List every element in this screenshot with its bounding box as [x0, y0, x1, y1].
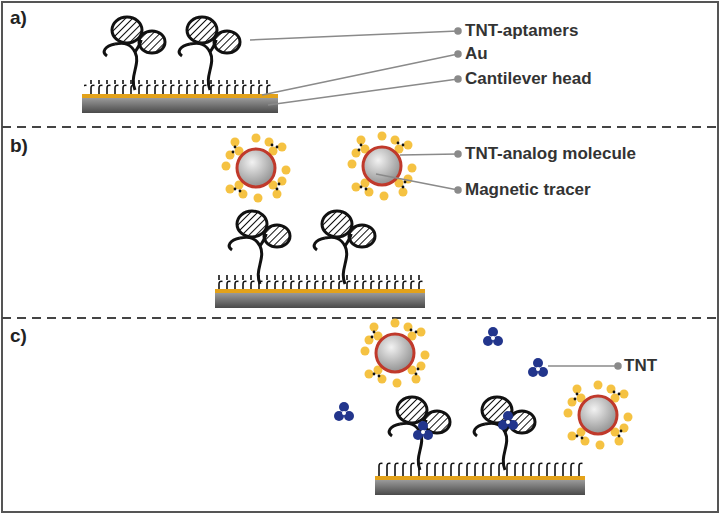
part-label: TNT-aptamers — [465, 22, 578, 41]
part-label: Au — [465, 45, 488, 64]
part-label: Magnetic tracer — [465, 181, 591, 200]
part-label: TNT — [624, 357, 657, 376]
panel-letter: c) — [10, 326, 27, 347]
part-label: TNT-analog molecule — [465, 145, 636, 164]
part-label: Cantilever head — [465, 70, 592, 89]
panel-letter: b) — [10, 136, 28, 157]
panel-letter: a) — [10, 8, 27, 29]
